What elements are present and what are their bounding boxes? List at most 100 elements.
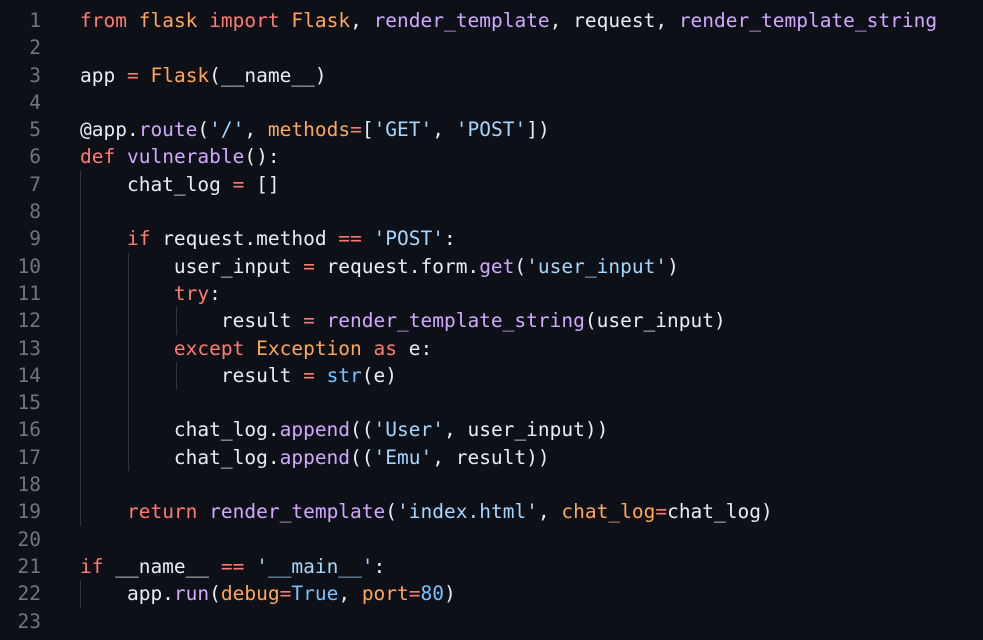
code-token: try	[173, 281, 210, 305]
code-token: :	[373, 554, 386, 578]
code-token: =	[303, 254, 315, 278]
line-number: 3	[29, 63, 41, 87]
code-line[interactable]: 3 app = Flask(__name__)	[0, 62, 983, 89]
code-token: 'User'	[373, 418, 444, 442]
code-token: 'GET'	[373, 118, 433, 142]
code-line[interactable]: 18	[0, 471, 983, 498]
code-token: port	[361, 582, 409, 606]
code-line[interactable]: 4	[0, 89, 983, 116]
code-line[interactable]: 16 chat_log.append(('User', user_input))	[0, 416, 983, 443]
code-token: =	[350, 118, 362, 142]
code-token: ,	[537, 500, 562, 524]
indent-guide	[80, 170, 81, 526]
code-token	[280, 9, 292, 32]
code-token	[362, 227, 374, 250]
code-token	[80, 282, 174, 305]
line-number: 6	[29, 145, 41, 169]
code-line[interactable]: 6 def vulnerable():	[0, 143, 983, 170]
code-line[interactable]: 9 if request.method == 'POST':	[0, 225, 983, 252]
code-line[interactable]: 14 result = str(e)	[0, 362, 983, 389]
code-token: render_template	[373, 9, 550, 32]
code-token: e:	[397, 336, 433, 360]
code-token	[197, 9, 209, 32]
code-token: chat_log	[80, 172, 233, 196]
code-token: 'Emu'	[373, 445, 433, 469]
code-token: user_input	[80, 254, 304, 278]
code-line[interactable]: 12 result = render_template_string(user_…	[0, 307, 983, 334]
indent-guide	[176, 361, 178, 390]
code-token: (	[385, 500, 398, 524]
code-token: __name__	[103, 554, 221, 578]
code-token: render_template_string	[678, 9, 938, 32]
code-token: @app.	[80, 118, 139, 142]
code-token: =	[279, 582, 292, 606]
code-line[interactable]: 2	[0, 34, 983, 61]
code-text: def vulnerable():	[80, 143, 280, 170]
code-token: result	[80, 363, 304, 387]
code-line[interactable]: 5@app.route('/', methods=['GET', 'POST']…	[0, 116, 983, 143]
code-token: True	[291, 582, 339, 606]
code-text: if __name__ == '__main__':	[80, 553, 385, 580]
line-number: 4	[29, 90, 41, 114]
code-line[interactable]: 11 try:	[0, 280, 983, 307]
code-token: result	[80, 309, 304, 333]
code-text: if request.method == 'POST':	[80, 225, 456, 252]
code-token: run	[173, 582, 210, 606]
code-token: (	[514, 254, 527, 278]
code-token: chat_log	[561, 500, 656, 524]
code-text: try:	[80, 280, 221, 307]
code-text: return render_template('index.html', cha…	[80, 498, 773, 525]
indent-guide	[128, 252, 130, 472]
code-token: ==	[220, 554, 245, 578]
code-token: '/'	[209, 118, 245, 142]
code-token: import	[209, 9, 280, 32]
code-token	[315, 309, 327, 332]
code-token	[362, 337, 374, 360]
line-number: 8	[29, 200, 41, 224]
code-token: 'user_input'	[526, 254, 668, 278]
code-line[interactable]: 17 chat_log.append(('Emu', result))	[0, 444, 983, 471]
code-line[interactable]: 15	[0, 389, 983, 416]
line-number: 1	[29, 9, 41, 32]
code-text: chat_log.append(('Emu', result))	[80, 444, 550, 471]
indent-guide	[80, 580, 81, 608]
line-number: 20	[17, 527, 41, 551]
code-line[interactable]: 20	[0, 526, 983, 553]
code-line[interactable]: 19 return render_template('index.html', …	[0, 498, 983, 525]
code-token: =	[303, 309, 315, 333]
code-token: ,	[244, 118, 268, 142]
code-token: ():	[244, 145, 280, 169]
code-text: chat_log = []	[80, 171, 280, 198]
code-token: chat_log.	[80, 418, 280, 442]
line-number: 22	[17, 582, 41, 606]
code-token: render_template_string	[326, 309, 585, 333]
line-number: 13	[17, 336, 41, 360]
code-token: render_template	[209, 500, 386, 524]
code-token: except	[173, 336, 245, 360]
code-token: flask	[138, 9, 198, 32]
code-token	[244, 555, 256, 578]
code-line[interactable]: 8	[0, 198, 983, 225]
line-number: 15	[17, 391, 41, 415]
code-token	[315, 364, 327, 387]
line-number: 2	[29, 36, 41, 60]
code-token	[244, 337, 256, 360]
code-line[interactable]: 23	[0, 608, 983, 635]
code-text: app.run(debug=True, port=80)	[80, 580, 456, 607]
line-number: 12	[17, 309, 41, 333]
code-token: ,	[432, 118, 456, 142]
code-token: if	[126, 227, 151, 251]
code-line[interactable]: 13 except Exception as e:	[0, 335, 983, 362]
code-token: request.form.	[314, 254, 480, 278]
code-line[interactable]: 10 user_input = request.form.get('user_i…	[0, 253, 983, 280]
code-line[interactable]: 7 chat_log = []	[0, 171, 983, 198]
code-text: app = Flask(__name__)	[80, 62, 327, 89]
code-token	[197, 500, 209, 523]
code-line[interactable]: 22 app.run(debug=True, port=80)	[0, 580, 983, 607]
code-text: user_input = request.form.get('user_inpu…	[80, 253, 679, 280]
line-number: 18	[17, 473, 41, 497]
